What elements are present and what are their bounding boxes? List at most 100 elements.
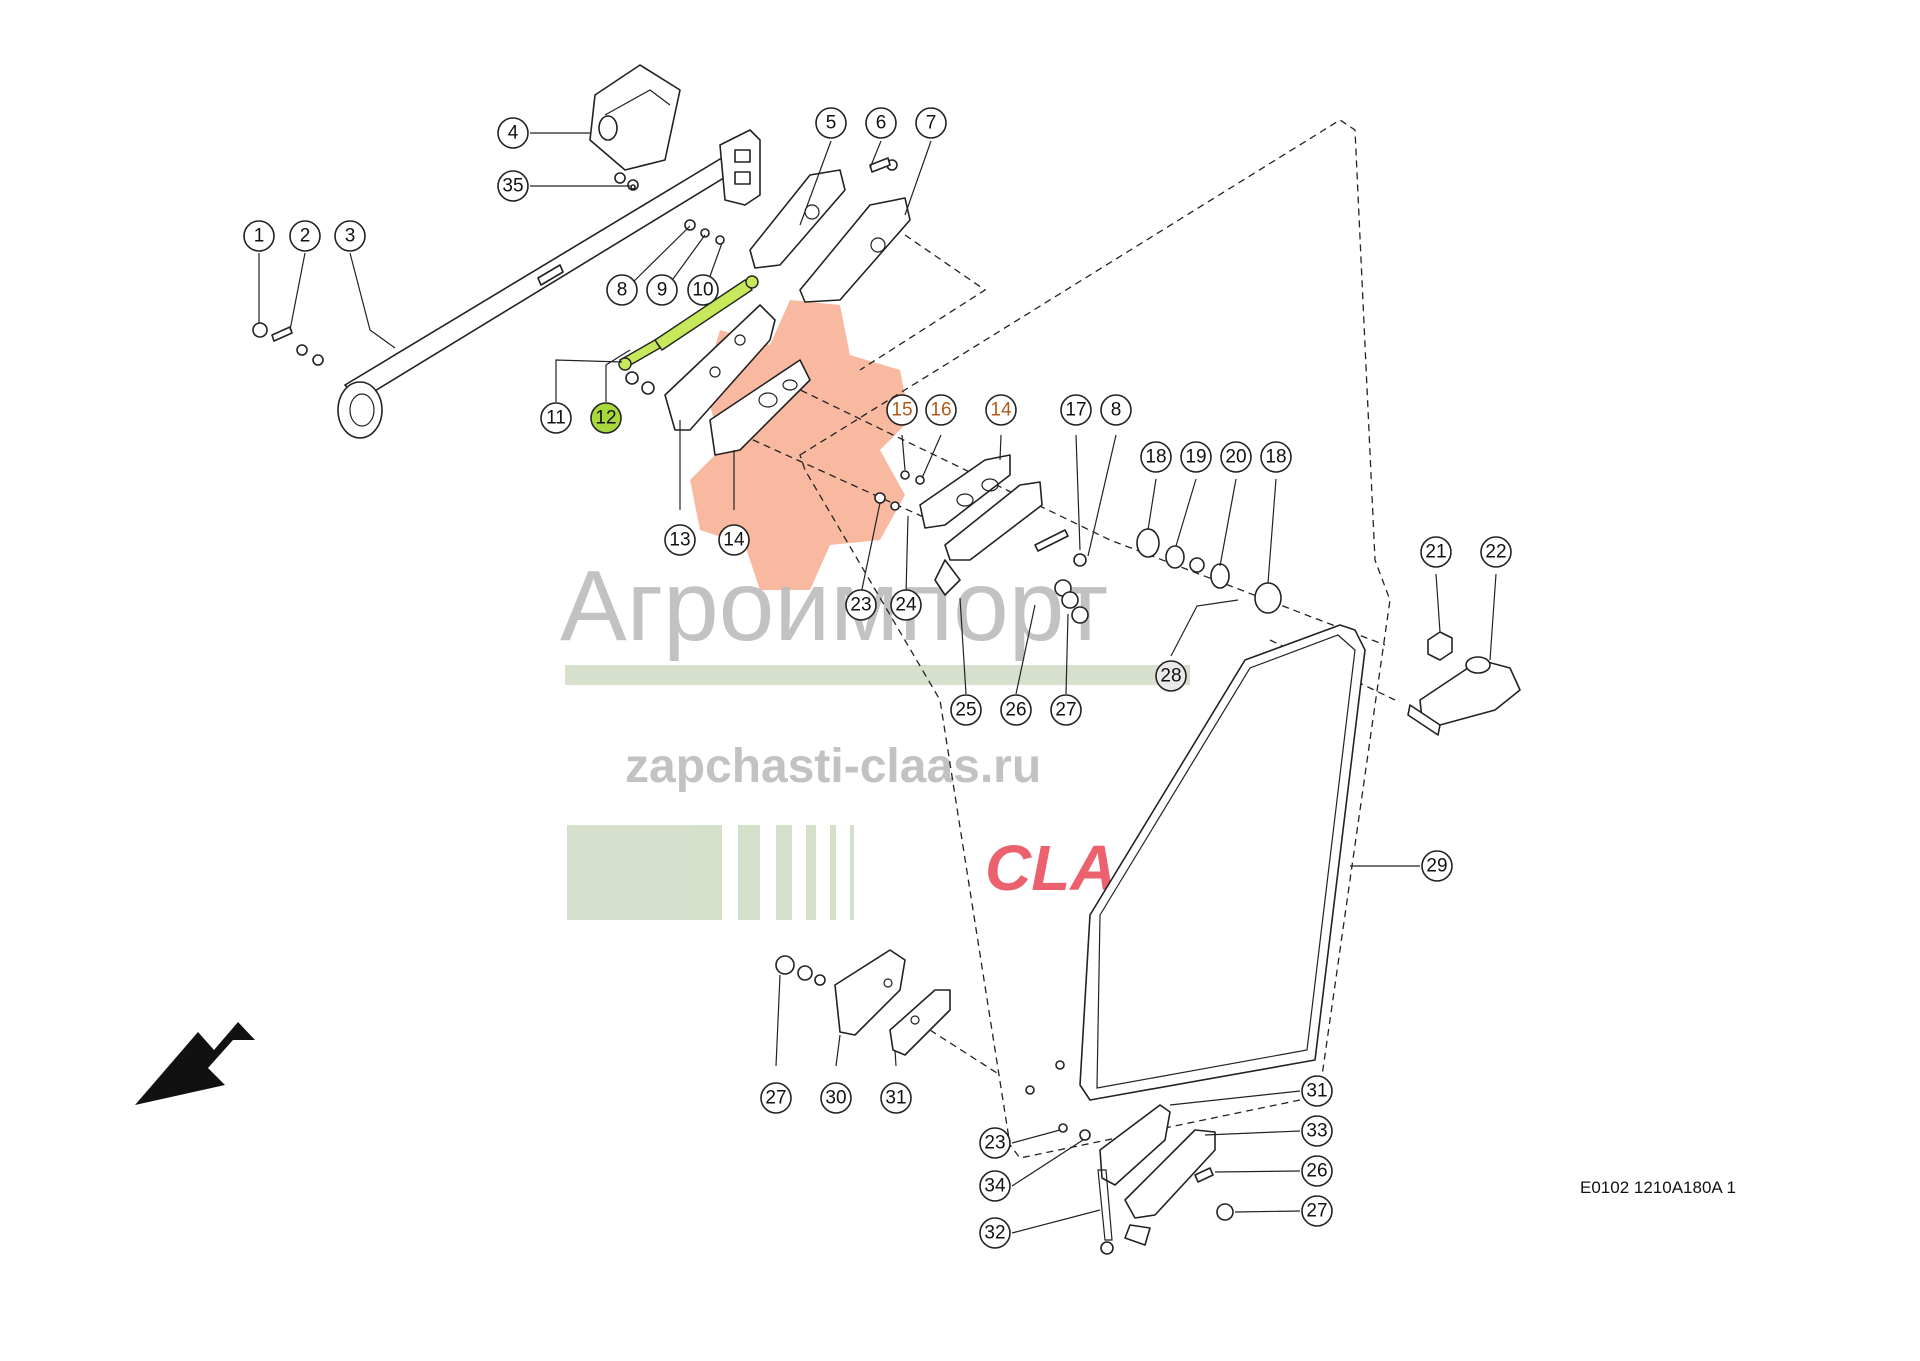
callout-label: 10 (692, 280, 713, 301)
part-cover (589, 64, 681, 171)
drawing-code: E0102 1210A180A 1 (1580, 1178, 1736, 1197)
callout-label: 4 (508, 123, 519, 144)
callout-4[interactable]: 4 (497, 117, 529, 149)
callout-label: 3 (345, 226, 356, 247)
callout-31-lower[interactable]: 31 (1301, 1075, 1333, 1107)
callout-19[interactable]: 19 (1180, 441, 1212, 473)
leader-lines (258, 132, 1497, 1234)
watermark-underline (565, 665, 1190, 685)
callout-21[interactable]: 21 (1420, 536, 1452, 568)
callout-12-selected[interactable]: 12 (590, 402, 622, 434)
callout-label: 6 (876, 113, 887, 134)
callout-label: 17 (1065, 400, 1086, 421)
callout-26-lower[interactable]: 26 (1301, 1155, 1333, 1187)
callout-label: 28 (1160, 666, 1181, 687)
callout-24[interactable]: 24 (890, 589, 922, 621)
callout-18[interactable]: 18 (1140, 441, 1172, 473)
callout-34[interactable]: 34 (979, 1170, 1011, 1202)
callout-label: 23 (984, 1133, 1005, 1154)
callout-label: 29 (1426, 856, 1447, 877)
callout-label: 24 (895, 595, 917, 616)
callout-35[interactable]: 35 (497, 170, 529, 202)
callout-31[interactable]: 31 (880, 1082, 912, 1114)
callout-label: 22 (1485, 542, 1506, 563)
callout-label: 34 (984, 1176, 1006, 1197)
callout-label: 31 (1306, 1081, 1327, 1102)
callout-label: 1 (254, 226, 265, 247)
callout-30[interactable]: 30 (820, 1082, 852, 1114)
callout-8[interactable]: 8 (606, 274, 638, 306)
callout-label: 25 (955, 700, 976, 721)
callout-25[interactable]: 25 (950, 694, 982, 726)
callout-label: 21 (1425, 542, 1446, 563)
callout-18-right[interactable]: 18 (1260, 441, 1292, 473)
callout-label: 26 (1306, 1161, 1327, 1182)
callout-label: 32 (984, 1223, 1005, 1244)
callout-label: 35 (502, 176, 523, 197)
callout-5[interactable]: 5 (815, 107, 847, 139)
watermark-company: Агроимпорт (560, 550, 1108, 662)
callout-14-upper[interactable]: 14 (985, 394, 1017, 426)
part-plate-14 (709, 359, 811, 456)
part-lower-hinge (1025, 1060, 1234, 1255)
callout-label: 27 (1055, 700, 1076, 721)
part-latch-plate (919, 454, 1043, 596)
callout-label: 27 (1306, 1201, 1327, 1222)
callout-6[interactable]: 6 (865, 107, 897, 139)
callout-29[interactable]: 29 (1421, 850, 1453, 882)
callout-27-lower-left[interactable]: 27 (760, 1082, 792, 1114)
callout-label: 9 (657, 280, 668, 301)
callout-label: 8 (617, 280, 628, 301)
callout-label: 18 (1145, 447, 1166, 468)
callout-15[interactable]: 15 (886, 394, 918, 426)
part-window-pane (1079, 624, 1366, 1101)
callout-label: 15 (891, 400, 912, 421)
callout-23-lower[interactable]: 23 (979, 1127, 1011, 1159)
callout-32[interactable]: 32 (979, 1217, 1011, 1249)
callout-14[interactable]: 14 (718, 524, 750, 556)
direction-arrow-icon (135, 1022, 255, 1105)
small-hardware (252, 157, 1282, 624)
callout-13[interactable]: 13 (664, 524, 696, 556)
callout-17[interactable]: 17 (1060, 394, 1092, 426)
callout-7[interactable]: 7 (915, 107, 947, 139)
callout-label: 7 (926, 113, 937, 134)
callout-26[interactable]: 26 (1000, 694, 1032, 726)
callout-label: 14 (990, 400, 1012, 421)
callout-label: 5 (826, 113, 837, 134)
watermark: Агроимпорт zapchasti-claas.ru CLAAS (560, 300, 1206, 920)
part-handle (1407, 656, 1521, 736)
callout-3[interactable]: 3 (334, 220, 366, 252)
callout-label: 33 (1306, 1121, 1327, 1142)
callout-8-right[interactable]: 8 (1100, 394, 1132, 426)
callout-label: 23 (850, 595, 871, 616)
callout-23[interactable]: 23 (845, 589, 877, 621)
callout-label: 16 (930, 400, 951, 421)
callout-16[interactable]: 16 (925, 394, 957, 426)
callout-28[interactable]: 28 (1155, 660, 1187, 692)
callout-label: 13 (669, 530, 690, 551)
callout-label: 14 (723, 530, 745, 551)
callout-label: 11 (546, 408, 566, 429)
callout-1[interactable]: 1 (243, 220, 275, 252)
callout-label: 30 (825, 1088, 846, 1109)
callout-10[interactable]: 10 (687, 274, 719, 306)
part-lower-plates (775, 949, 951, 1056)
callout-label: 26 (1005, 700, 1026, 721)
callout-label: 31 (885, 1088, 906, 1109)
callout-20[interactable]: 20 (1220, 441, 1252, 473)
callout-27[interactable]: 27 (1050, 694, 1082, 726)
callout-label: 2 (300, 226, 311, 247)
callout-2[interactable]: 2 (289, 220, 321, 252)
callout-22[interactable]: 22 (1480, 536, 1512, 568)
part-hinge-top (719, 129, 761, 206)
callout-11[interactable]: 11 (540, 402, 572, 434)
callout-label: 19 (1185, 447, 1206, 468)
callout-9[interactable]: 9 (646, 274, 678, 306)
callout-33[interactable]: 33 (1301, 1115, 1333, 1147)
callouts: 1 2 3 4 35 5 6 7 8 9 10 11 12 13 14 15 1… (243, 107, 1512, 1249)
callout-27-lower-right[interactable]: 27 (1301, 1195, 1333, 1227)
callout-label: 18 (1265, 447, 1286, 468)
callout-label: 8 (1111, 400, 1122, 421)
